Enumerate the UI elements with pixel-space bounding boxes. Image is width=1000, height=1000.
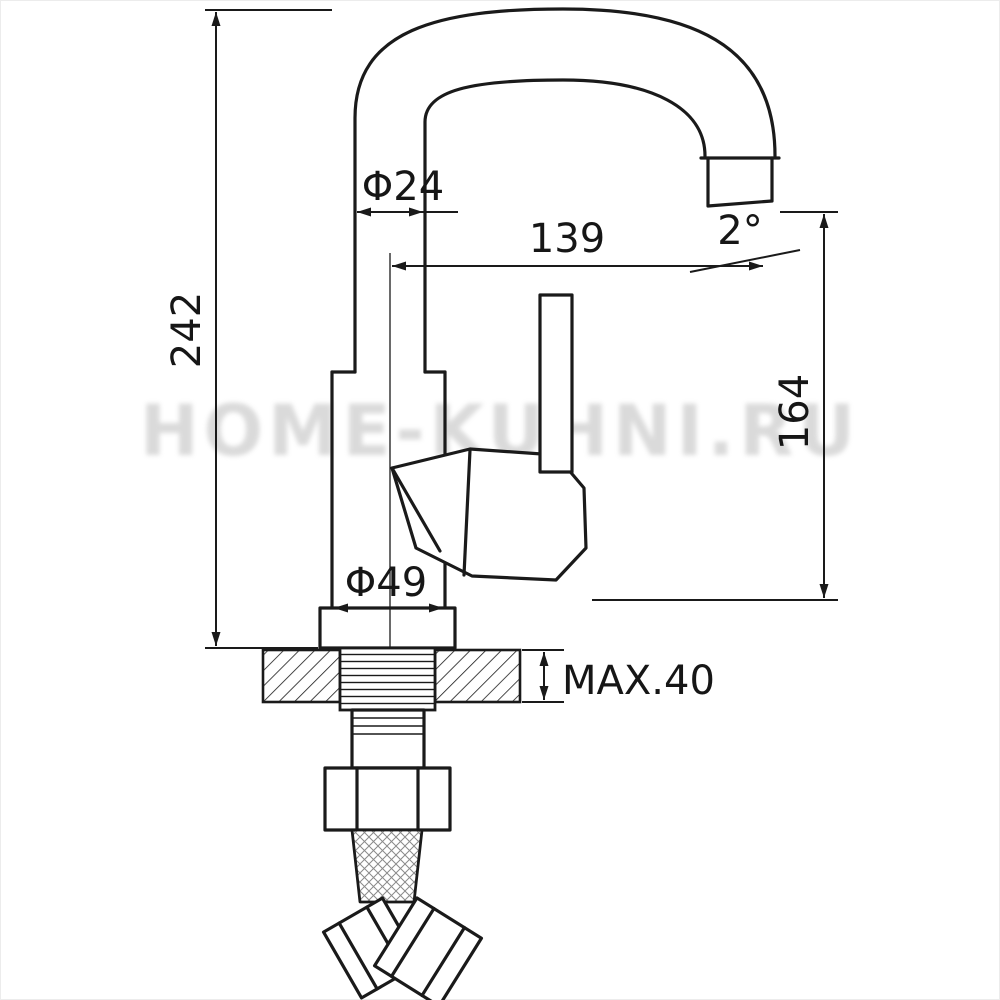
dim-spout-reach: 139 bbox=[392, 216, 763, 271]
dim-label-spout-reach: 139 bbox=[529, 216, 605, 262]
dim-label-spout-diameter: Φ24 bbox=[362, 164, 444, 210]
dim-outlet-height: 164 bbox=[592, 211, 838, 601]
braided-hose bbox=[350, 828, 424, 904]
dim-label-overall-height: 242 bbox=[164, 292, 210, 368]
faucet-outline bbox=[261, 7, 781, 1000]
hose-fitting-right bbox=[372, 896, 484, 1000]
dim-label-mount-thickness: MAX.40 bbox=[562, 658, 715, 704]
dim-label-spout-angle: 2° bbox=[717, 208, 762, 254]
dim-spout-diameter: Φ24 bbox=[357, 164, 458, 217]
dim-label-outlet-height: 164 bbox=[772, 374, 818, 450]
handle-lever bbox=[538, 293, 574, 474]
spout-outer-curve bbox=[353, 7, 777, 374]
handle-housing bbox=[390, 447, 588, 582]
dim-label-base-diameter: Φ49 bbox=[345, 560, 427, 606]
countertop-section-right bbox=[433, 648, 522, 704]
spout-inner-curve bbox=[423, 78, 707, 374]
dim-base-diameter: Φ49 bbox=[334, 560, 443, 613]
shank-lower bbox=[350, 708, 426, 770]
base-flange bbox=[318, 606, 457, 650]
countertop-section-left bbox=[261, 648, 342, 704]
dim-overall-height: 242 bbox=[164, 9, 332, 649]
dim-mount-thickness: MAX.40 bbox=[522, 649, 715, 704]
dim-spout-angle: 2° bbox=[689, 208, 801, 273]
spout-outlet bbox=[699, 156, 781, 208]
mounting-nut bbox=[323, 766, 452, 832]
threaded-shank bbox=[338, 646, 437, 712]
